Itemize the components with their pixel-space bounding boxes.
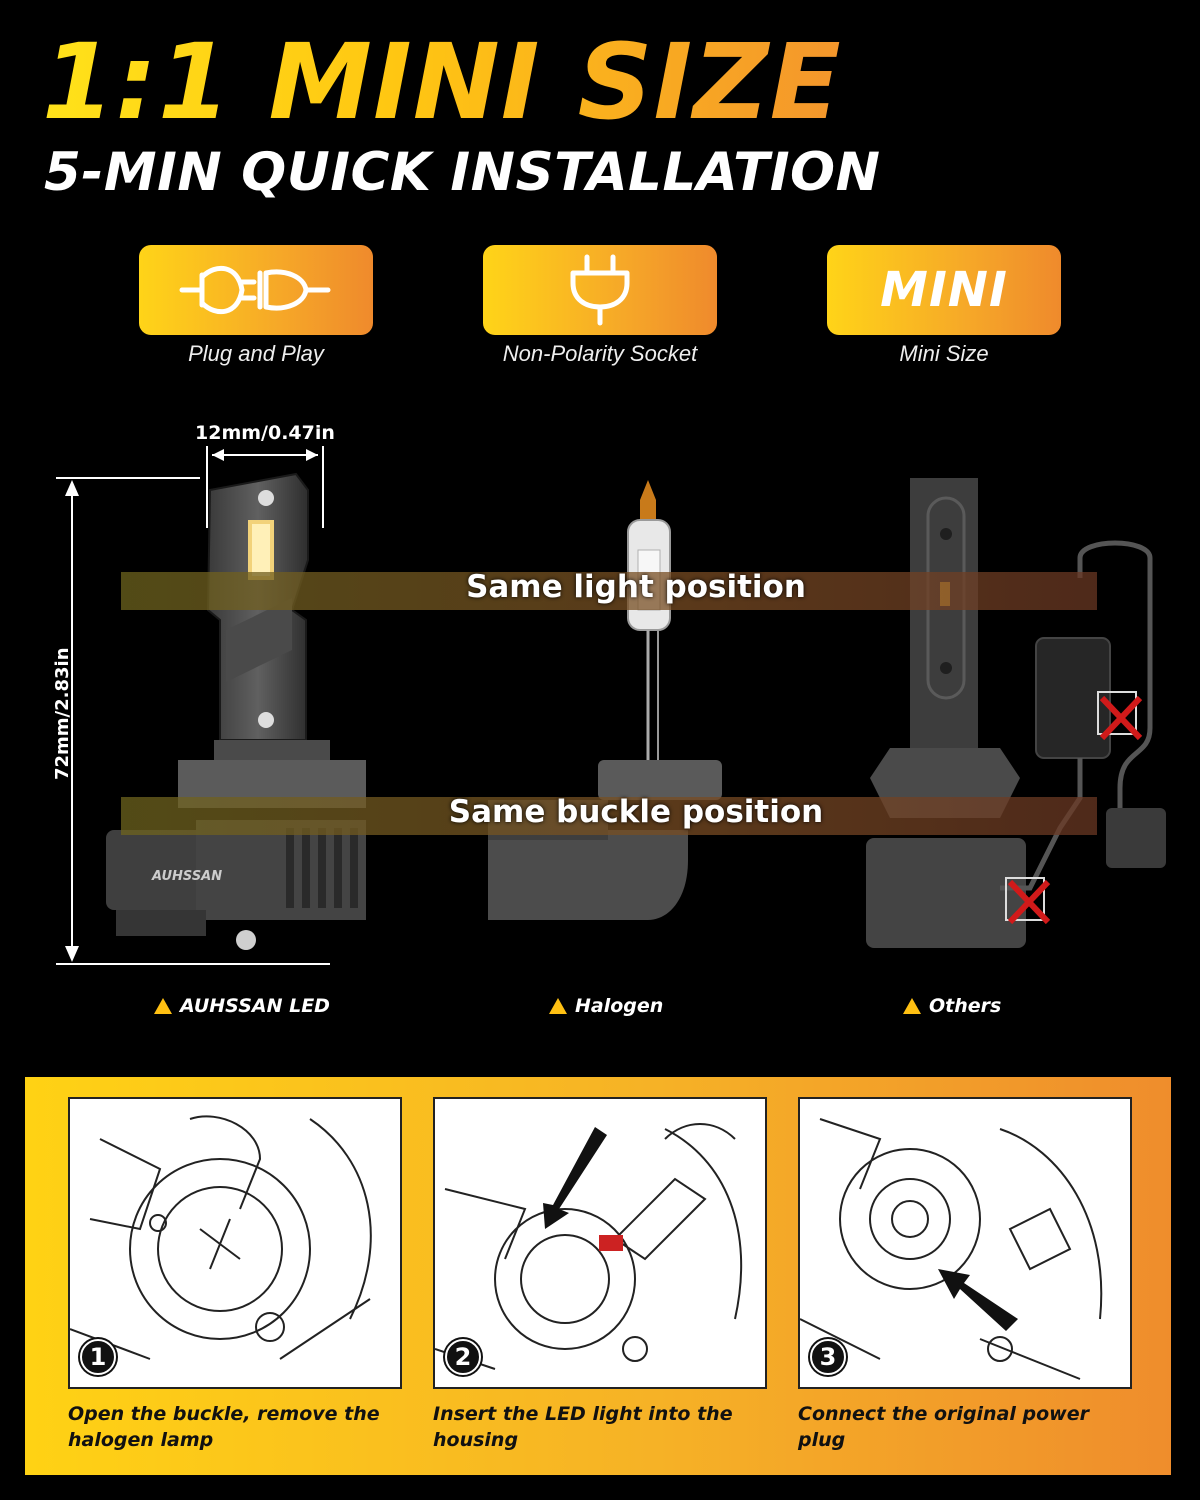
buckle-position-band — [121, 797, 1097, 835]
product-label-auhssan: AUHSSAN LED — [154, 995, 330, 1017]
step-1: 1 Open the buckle, remove the halogen la… — [68, 1097, 402, 1453]
step-number-badge: 1 — [80, 1339, 116, 1375]
warning-triangle-icon — [549, 998, 567, 1014]
feature-non-polarity: Non-Polarity Socket — [483, 245, 717, 367]
feature-caption: Mini Size — [899, 341, 989, 366]
step-illustration: 1 — [68, 1097, 402, 1389]
feature-badge — [483, 245, 717, 335]
warning-triangle-icon — [154, 998, 172, 1014]
light-position-label: Same light position — [466, 569, 806, 605]
step-number-badge: 2 — [445, 1339, 481, 1375]
other-bulb — [866, 478, 1166, 948]
step-illustration: 2 — [433, 1097, 767, 1389]
plug-connector-icon — [179, 265, 331, 315]
product-label-others: Others — [903, 995, 1001, 1017]
product-name: Halogen — [575, 995, 664, 1017]
step-2: 2 Insert the LED light into the housing — [433, 1097, 767, 1453]
step-3: 3 Connect the original power plug — [798, 1097, 1132, 1453]
power-plug-icon — [570, 254, 630, 326]
buckle-position-label: Same buckle position — [448, 794, 824, 830]
height-dimension-label: 72mm/2.83in — [52, 647, 73, 780]
step-instruction: Open the buckle, remove the halogen lamp — [68, 1403, 380, 1451]
step-instruction: Insert the LED light into the housing — [433, 1403, 733, 1451]
product-name: AUHSSAN LED — [180, 995, 330, 1017]
dimension-lines — [56, 446, 330, 965]
auhssan-led-bulb: AUHSSAN — [106, 472, 366, 950]
product-label-halogen: Halogen — [549, 995, 663, 1017]
width-dimension-label: 12mm/0.47in — [195, 422, 335, 444]
headline: 1:1 MINI SIZE — [42, 21, 842, 143]
brand-mark: AUHSSAN — [151, 869, 222, 884]
step-illustration: 3 — [798, 1097, 1132, 1389]
step-number-badge: 3 — [810, 1339, 846, 1375]
feature-caption: Non-Polarity Socket — [502, 341, 698, 366]
light-position-band — [121, 572, 1097, 610]
connect-plug-illustration — [800, 1118, 1103, 1380]
feature-badge — [139, 245, 373, 335]
step-instruction: Connect the original power plug — [798, 1403, 1089, 1451]
feature-mini-size: MINI Mini Size — [827, 245, 1061, 367]
feature-caption: Plug and Play — [188, 341, 324, 366]
subheadline: 5-MIN QUICK INSTALLATION — [44, 142, 881, 203]
mini-badge-text: MINI — [880, 262, 1008, 318]
product-name: Others — [929, 995, 1002, 1017]
installation-steps-panel: 1 Open the buckle, remove the halogen la… — [25, 1077, 1171, 1475]
insert-led-illustration — [435, 1123, 743, 1370]
feature-plug-and-play: Plug and Play — [139, 245, 373, 367]
remove-halogen-illustration — [70, 1115, 372, 1360]
halogen-bulb — [488, 480, 722, 920]
warning-triangle-icon — [903, 998, 921, 1014]
bulb-comparison: 12mm/0.47in 72mm/2.83in AUHSSAN — [0, 400, 1200, 1040]
feature-badge: MINI — [827, 245, 1061, 335]
